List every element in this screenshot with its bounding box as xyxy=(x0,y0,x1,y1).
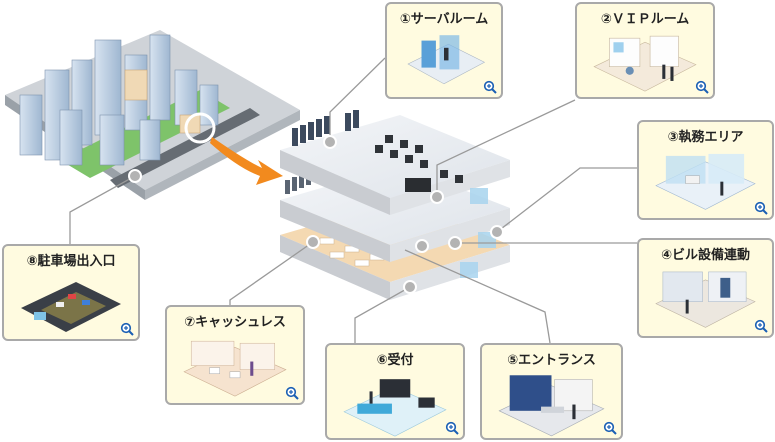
card-entrance[interactable]: ⑤エントランス xyxy=(480,343,623,440)
entrance-thumbnail xyxy=(498,375,605,437)
card-reception[interactable]: ⑥受付 xyxy=(325,343,465,440)
zoom-icon[interactable] xyxy=(754,319,768,333)
card-entrance-title: ⑤エントランス xyxy=(507,353,596,368)
zoom-icon[interactable] xyxy=(603,421,617,435)
reception-thumbnail xyxy=(343,379,447,437)
work-area-thumbnail xyxy=(655,153,756,210)
server-room-thumbnail xyxy=(407,35,486,85)
zoom-icon[interactable] xyxy=(445,421,459,435)
card-parking[interactable]: ⑧駐車場出入口 xyxy=(2,244,140,341)
card-building-link[interactable]: ④ビル設備連動 xyxy=(637,238,774,338)
card-work-area[interactable]: ③執務エリア xyxy=(637,120,774,220)
card-cashless[interactable]: ⑦キャッシュレス xyxy=(165,305,305,405)
leader-dots xyxy=(128,135,504,294)
card-parking-title: ⑧駐車場出入口 xyxy=(26,254,116,269)
card-server-room[interactable]: ①サーバルーム xyxy=(385,2,503,99)
card-vip-room-title: ②ＶＩＰルーム xyxy=(600,12,690,27)
building-link-thumbnail xyxy=(655,271,756,328)
card-cashless-title: ⑦キャッシュレス xyxy=(184,315,286,330)
card-work-area-title: ③執務エリア xyxy=(667,130,744,145)
city-illustration xyxy=(5,30,300,200)
building-illustration xyxy=(280,110,510,300)
zoom-icon[interactable] xyxy=(483,80,497,94)
zoom-icon[interactable] xyxy=(285,386,299,400)
vip-room-thumbnail xyxy=(593,35,697,92)
card-server-room-title: ①サーバルーム xyxy=(399,12,489,27)
card-vip-room[interactable]: ②ＶＩＰルーム xyxy=(575,2,715,99)
zoom-icon[interactable] xyxy=(754,201,768,215)
zoom-arrow xyxy=(210,137,283,185)
zoom-icon[interactable] xyxy=(695,80,709,94)
zoom-icon[interactable] xyxy=(120,322,134,336)
leader-lines xyxy=(69,57,637,344)
parking-thumbnail xyxy=(21,282,121,332)
cashless-thumbnail xyxy=(183,340,287,397)
card-building-link-title: ④ビル設備連動 xyxy=(660,248,750,263)
card-reception-title: ⑥受付 xyxy=(376,353,414,368)
